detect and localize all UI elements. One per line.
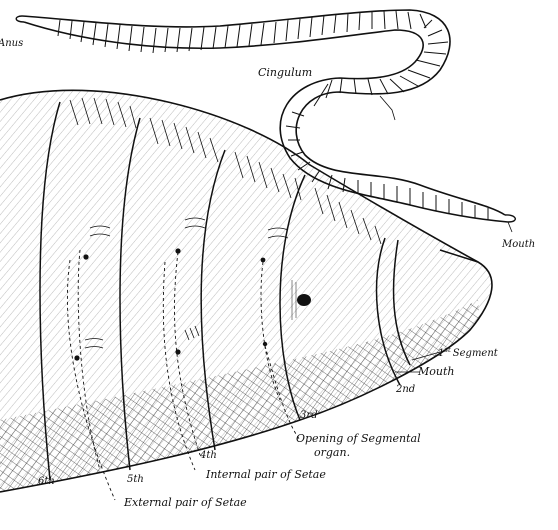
- external-setae-label: External pair of Setae: [123, 496, 247, 509]
- fourth-segment-label: 4th: [199, 450, 217, 461]
- opening-label-line1: Opening of Segmental: [296, 432, 421, 445]
- mouth-small-label: Mouth: [501, 239, 535, 250]
- third-segment-label: 3rd: [300, 410, 318, 421]
- opening-label-line2: organ.: [314, 446, 350, 459]
- fifth-segment-label: 5th: [127, 474, 144, 485]
- anus-label: Anus: [0, 38, 23, 49]
- internal-setae-label: Internal pair of Setae: [205, 468, 326, 481]
- first-segment-word: Segment: [453, 348, 499, 359]
- cingulum-label: Cingulum: [258, 66, 312, 79]
- large-worm-head: [0, 60, 558, 530]
- first-segment-suffix: st: [444, 346, 451, 354]
- mouth-large-label: Mouth: [417, 365, 454, 378]
- sixth-segment-label: 6th: [38, 476, 55, 487]
- second-segment-label: 2nd: [395, 384, 415, 395]
